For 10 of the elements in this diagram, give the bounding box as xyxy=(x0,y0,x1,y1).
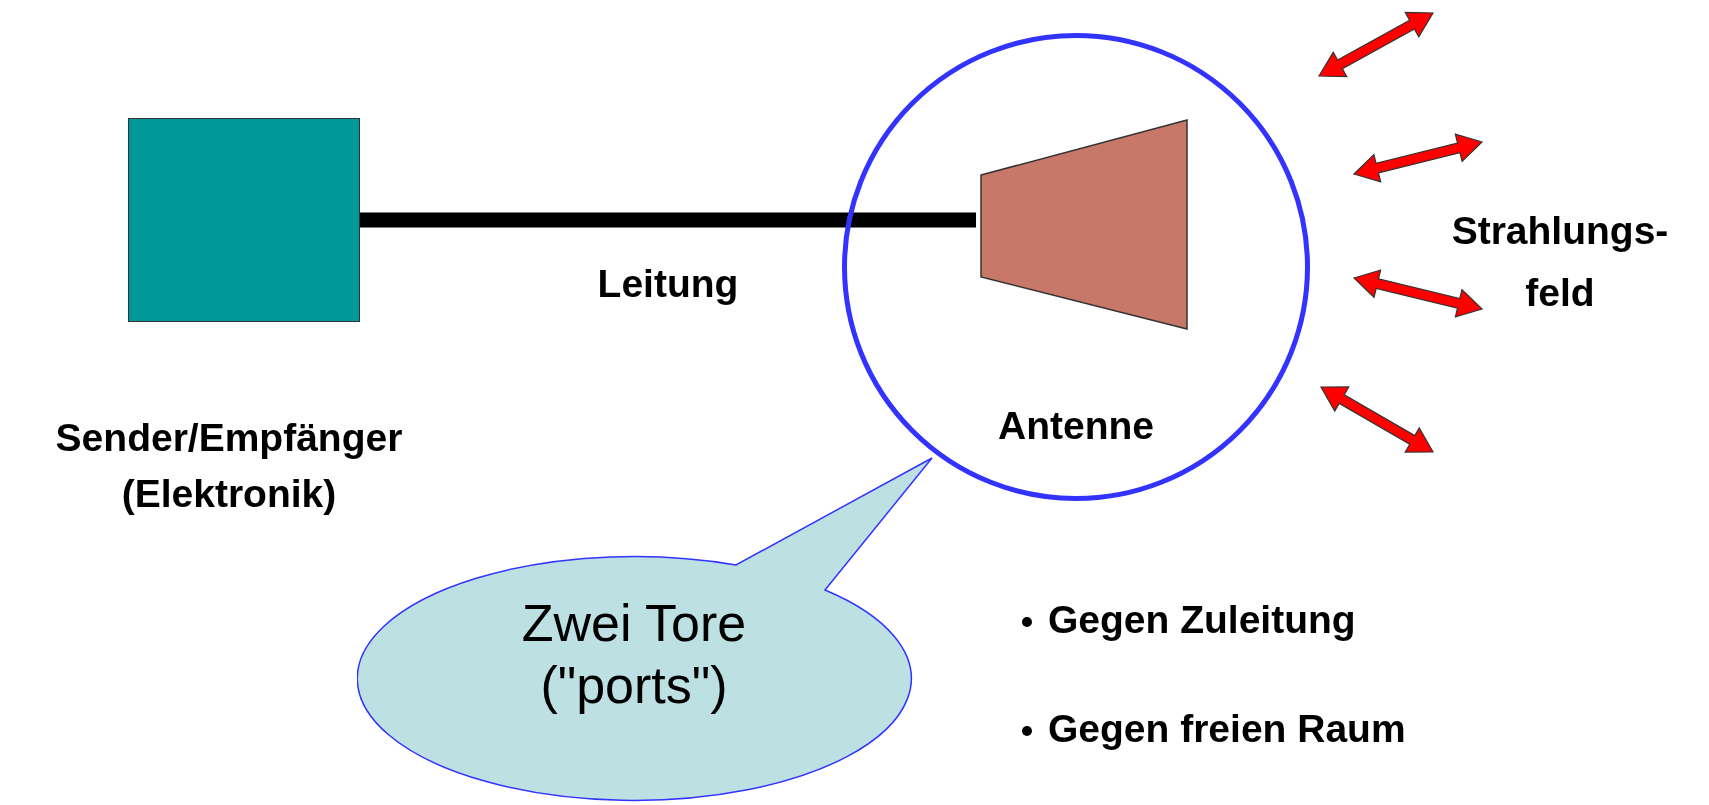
bullet-text: Gegen Zuleitung xyxy=(1048,598,1356,642)
bubble-text: Zwei Tore ("ports") xyxy=(520,593,748,716)
connector-line xyxy=(360,212,976,228)
antenna-label: Antenne xyxy=(997,404,1155,448)
field-label: Strahlungs- feld xyxy=(1450,208,1670,316)
antenna-shape xyxy=(980,119,1188,330)
antenna-circle xyxy=(842,33,1310,501)
bullet-text: Gegen freien Raum xyxy=(1048,707,1406,751)
transmitter-box xyxy=(128,118,360,322)
transmitter-caption: Sender/Empfänger (Elektronik) xyxy=(54,415,404,517)
